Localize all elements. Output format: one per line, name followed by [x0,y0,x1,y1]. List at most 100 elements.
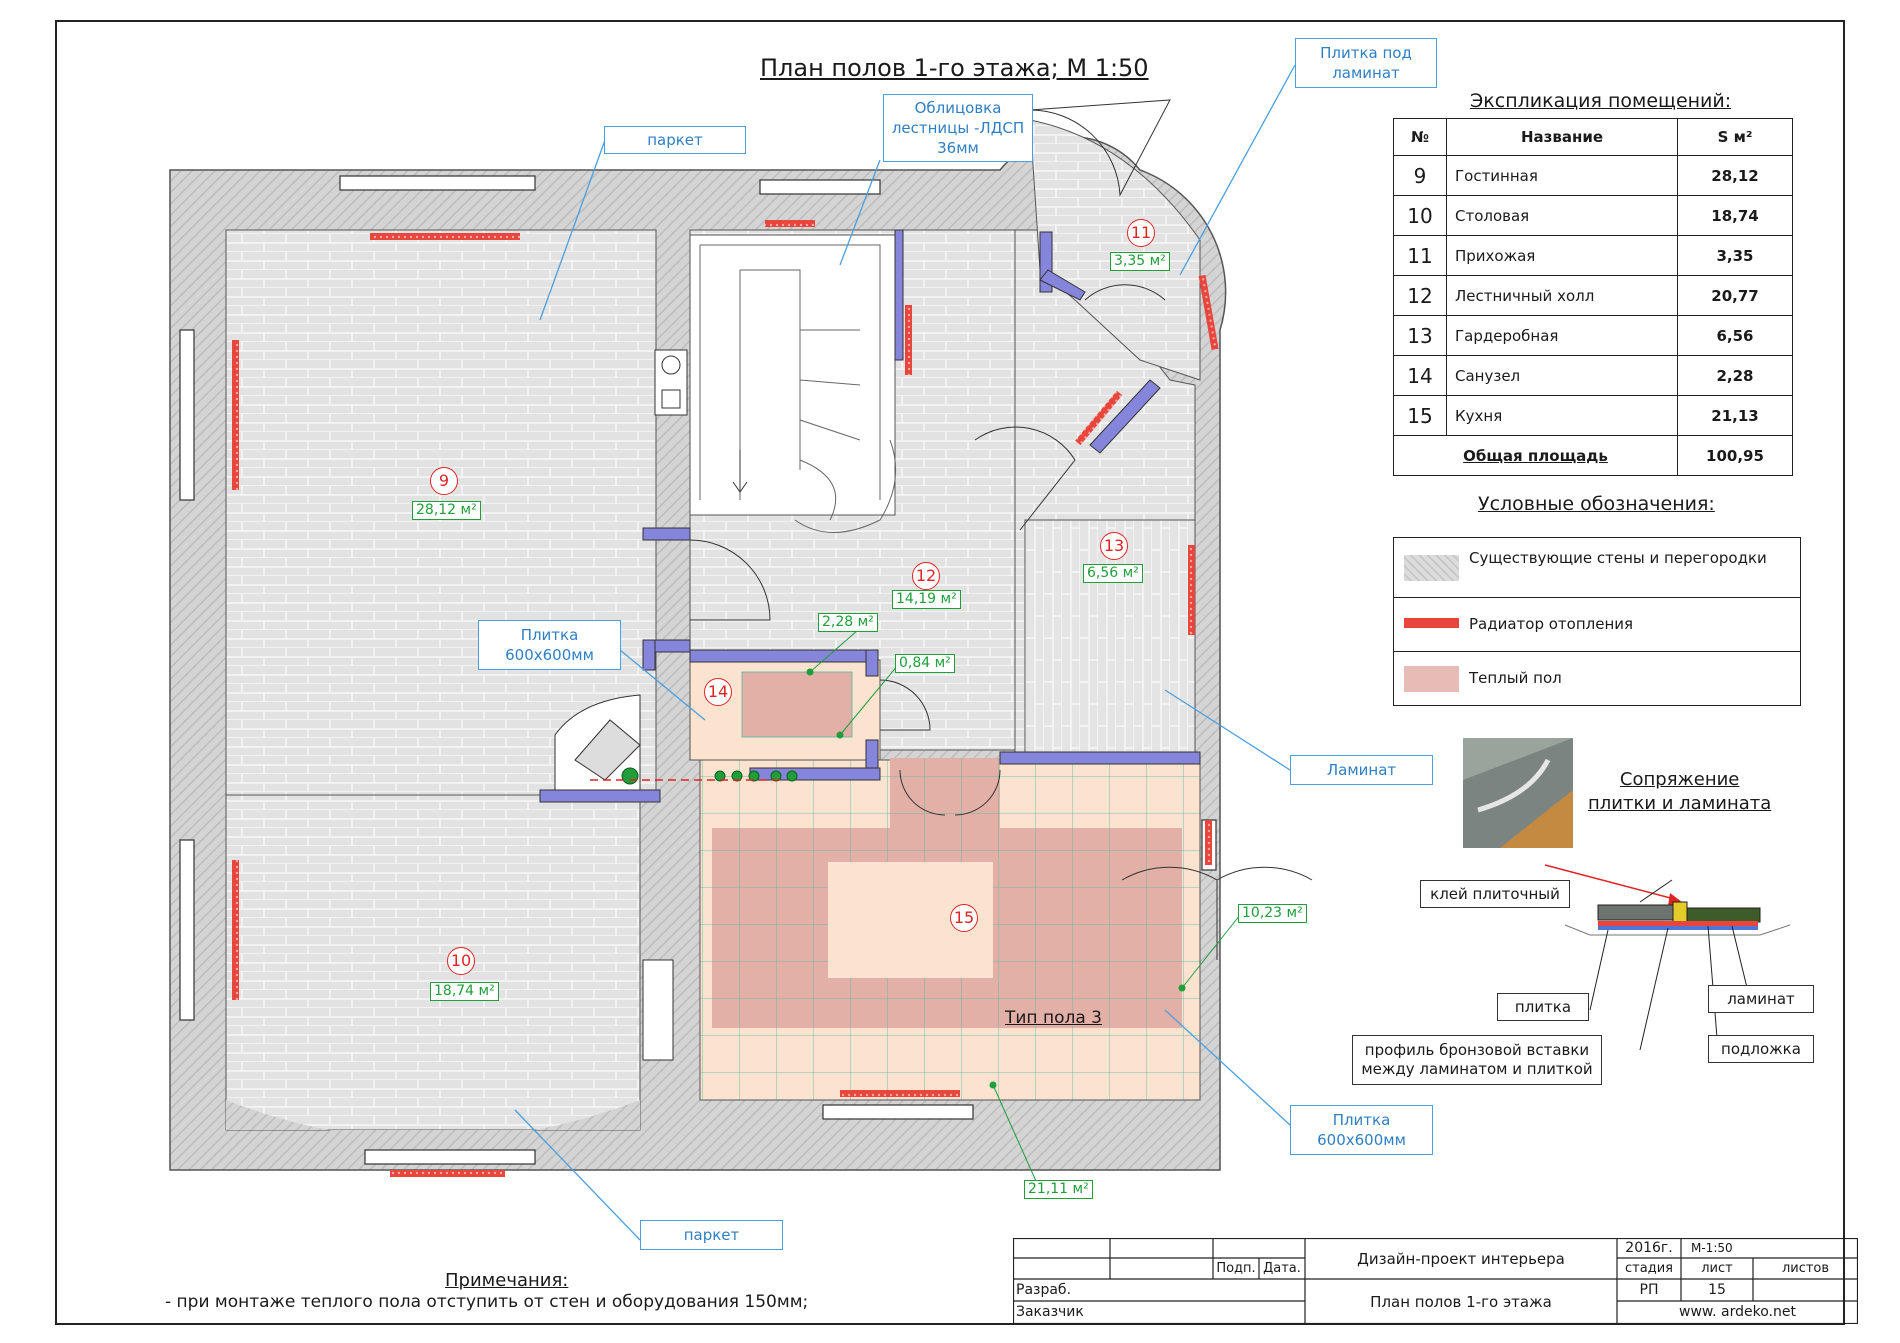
legend-item-radiator: Радиатор отопления [1394,598,1800,652]
stamp-stage: РП [1639,1282,1659,1298]
area-label-0-84: 0,84 м² [895,654,955,673]
callout-parket-bottom: паркет [640,1220,783,1250]
row-num: 10 [1393,195,1447,236]
explication-header-area: S м² [1677,118,1793,156]
room-area-13: 6,56 м² [1083,564,1143,583]
area-label-2-28: 2,28 м² [818,613,878,632]
callout-tile-under-laminate-line1: Плитка под [1320,44,1412,62]
label-tile: плитка [1497,993,1589,1021]
stamp-year: 2016г. [1625,1240,1673,1256]
explication-header-name: Название [1446,118,1678,156]
explication-title: Экспликация помещений: [1470,90,1732,112]
stamp-date: Дата. [1263,1261,1301,1276]
stamp-razrab: Разраб. [1016,1282,1072,1298]
stamp-sheet: 15 [1708,1282,1726,1298]
callout-stairs-line2: лестницы -ЛДСП [891,119,1025,137]
room-number-13: 13 [1100,532,1128,560]
legend-label-radiator: Радиатор отопления [1469,615,1634,633]
stamp-project: Дизайн-проект интерьера [1357,1249,1565,1268]
legend-item-walls: Существующие стены и перегородки [1394,538,1800,598]
label-profile-line1: профиль бронзовой вставки [1364,1041,1590,1059]
room-number-14: 14 [704,678,732,706]
row-area: 21,13 [1677,395,1793,436]
row-name: Прихожая [1446,235,1678,276]
room-number-12: 12 [912,562,940,590]
callout-tile-under-laminate: Плитка под ламинат [1295,38,1437,88]
callout-stairs-cladding: Облицовка лестницы -ЛДСП 36мм [883,94,1033,162]
callout-tile-600-left: Плитка 600x600мм [478,620,621,670]
row-area: 20,77 [1677,275,1793,316]
stamp-h-sheets: листов [1781,1261,1830,1276]
floor-type-label: Тип пола 3 [1005,1008,1102,1028]
room-number-10: 10 [447,947,475,975]
title-block-grid [1013,1238,1858,1324]
label-profile: профиль бронзовой вставки между ламинато… [1352,1035,1602,1085]
area-label-21-11: 21,11 м² [1024,1180,1093,1199]
callout-tile-600-left-line1: Плитка [520,626,579,644]
wall-swatch [1404,555,1459,581]
notes-text: - при монтаже теплого пола отступить от … [165,1292,809,1312]
row-num: 15 [1393,395,1447,436]
stamp-site: www. ardeko.net [1679,1304,1796,1320]
row-num: 11 [1393,235,1447,276]
row-name: Гардеробная [1446,315,1678,356]
row-name: Санузел [1446,355,1678,396]
callout-tile-600-right-line2: 600x600мм [1317,1131,1406,1149]
total-label: Общая площадь [1393,435,1678,476]
row-area: 3,35 [1677,235,1793,276]
stamp-sheet-title: План полов 1-го этажа [1370,1292,1552,1311]
stamp-zakazchik: Заказчик [1016,1304,1084,1320]
row-name: Столовая [1446,195,1678,236]
callout-tile-600-right-line1: Плитка [1332,1111,1391,1129]
room-number-15: 15 [950,904,978,932]
area-label-10-23: 10,23 м² [1238,904,1307,923]
label-laminate: ламинат [1708,985,1814,1013]
radiator-swatch [1404,618,1459,628]
callout-stairs-line1: Облицовка [914,99,1002,117]
row-num: 13 [1393,315,1447,356]
room-area-11: 3,35 м² [1110,252,1170,271]
total-row: Общая площадь 100,95 [1393,435,1793,476]
junction-title: Сопряжение плитки и ламината [1588,768,1771,816]
stamp-scale: М-1:50 [1691,1241,1733,1255]
explication-header-row: № Название S м² [1393,118,1793,156]
notes-title: Примечания: [445,1270,569,1291]
junction-title-line1: Сопряжение [1619,769,1740,790]
row-area: 18,74 [1677,195,1793,236]
row-name: Гостинная [1446,155,1678,196]
row-name: Лестничный холл [1446,275,1678,316]
row-area: 2,28 [1677,355,1793,396]
row-area: 28,12 [1677,155,1793,196]
plan-title: План полов 1-го этажа; М 1:50 [760,54,1149,82]
row-name: Кухня [1446,395,1678,436]
legend-title: Условные обозначения: [1478,493,1715,515]
row-num: 9 [1393,155,1447,196]
callout-parket-top: паркет [604,126,746,154]
row-area: 6,56 [1677,315,1793,356]
junction-title-line2: плитки и ламината [1588,793,1772,814]
callout-stairs-line3: 36мм [937,139,979,157]
legend-label-walls: Существующие стены и перегородки [1469,549,1767,567]
callout-tile-under-laminate-line2: ламинат [1332,64,1400,82]
legend-item-warm-floor: Теплый пол [1394,652,1800,707]
legend-label-warm-floor: Теплый пол [1469,669,1562,687]
legend: Существующие стены и перегородки Радиато… [1393,537,1801,706]
callout-tile-600-left-line2: 600x600мм [505,646,594,664]
total-value: 100,95 [1677,435,1793,476]
room-area-9: 28,12 м² [412,501,481,520]
stamp-h-sheet: лист [1701,1261,1733,1276]
drawing-frame [55,20,1845,1325]
room-area-12: 14,19 м² [892,590,961,609]
callout-tile-600-right: Плитка 600x600мм [1290,1105,1433,1155]
label-underlay: подложка [1708,1035,1814,1063]
row-num: 12 [1393,275,1447,316]
title-block: Дизайн-проект интерьера План полов 1-го … [1013,1238,1858,1324]
